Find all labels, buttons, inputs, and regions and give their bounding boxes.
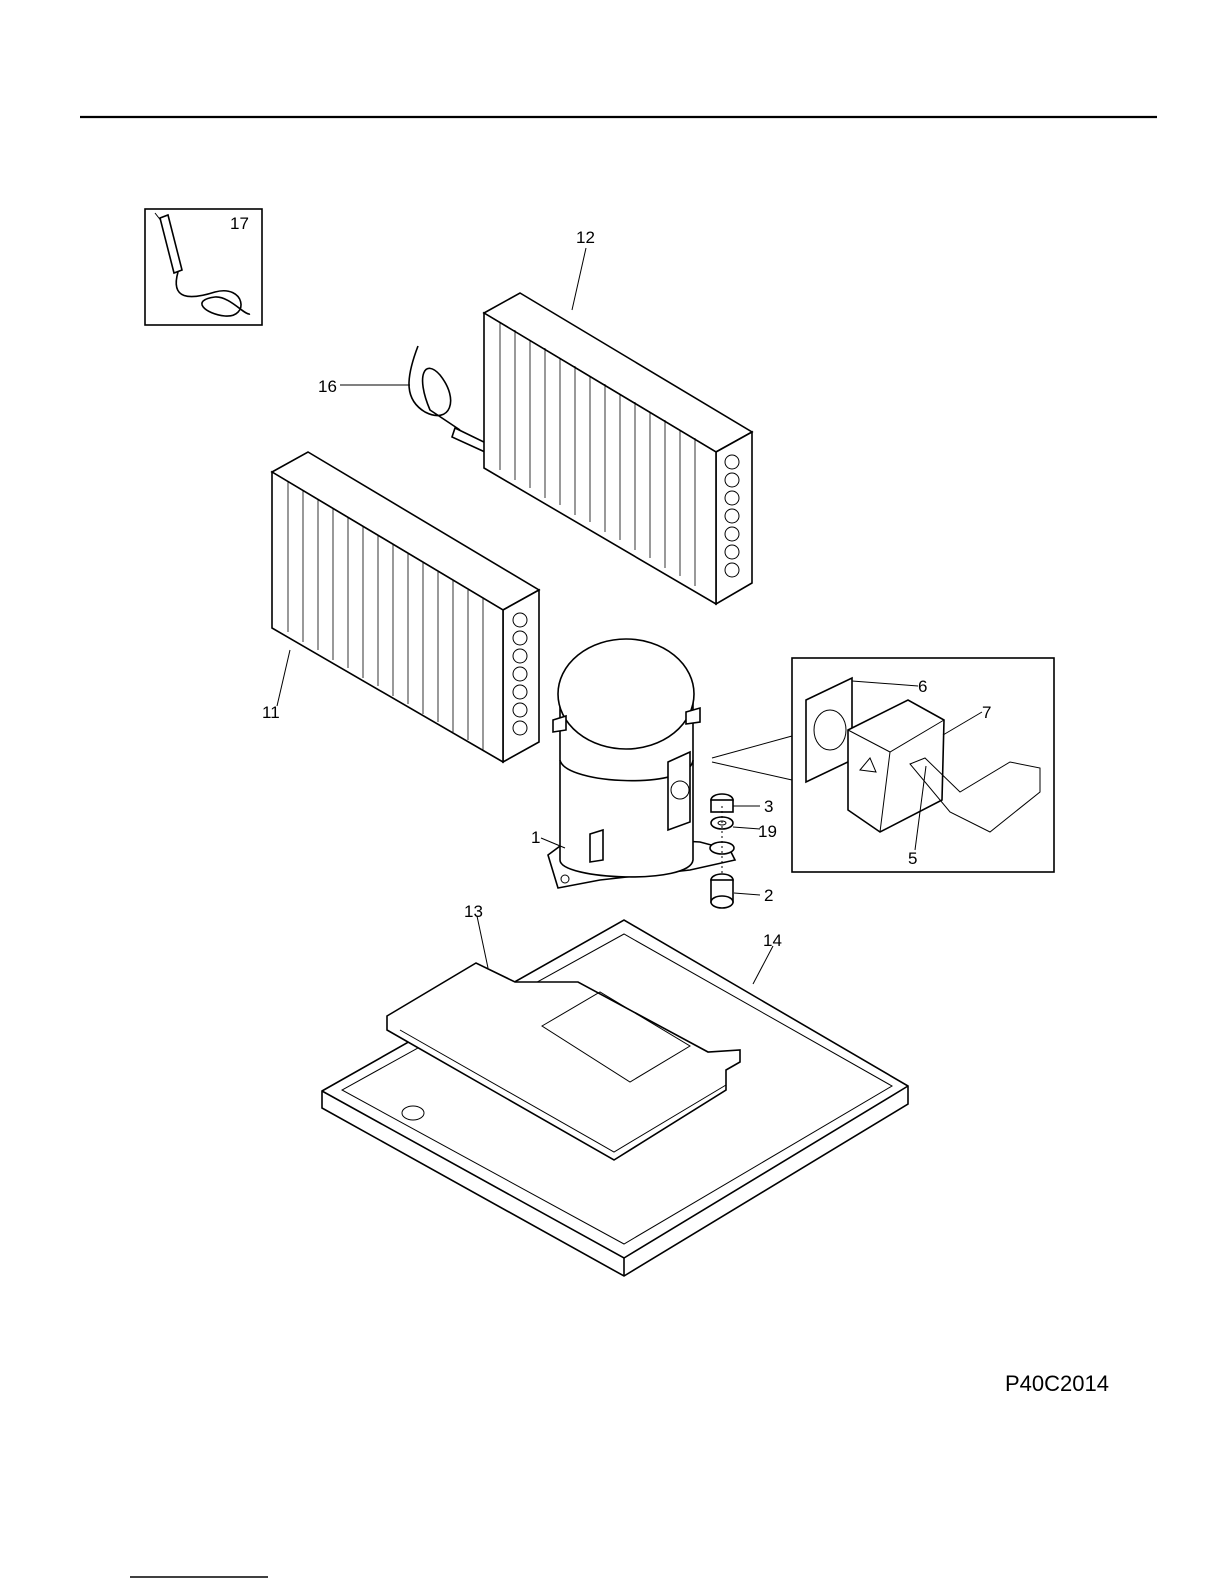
callout-5: 5 — [908, 849, 917, 868]
coil-part-11 — [272, 452, 539, 762]
callout-3: 3 — [764, 797, 773, 816]
compressor-part-1 — [548, 639, 735, 888]
mounting-hardware — [710, 794, 734, 908]
callout-2: 2 — [764, 886, 773, 905]
callout-1: 1 — [531, 828, 540, 847]
callout-13: 13 — [464, 902, 483, 921]
callout-19: 19 — [758, 822, 777, 841]
callout-12: 12 — [576, 228, 595, 247]
sensor-wire-part-16 — [409, 346, 488, 452]
callout-11: 11 — [262, 703, 280, 722]
drawing-code: P40C2014 — [1005, 1371, 1109, 1396]
callout-14: 14 — [763, 931, 782, 950]
callout-7: 7 — [982, 703, 991, 722]
callout-17: 17 — [230, 214, 249, 233]
callout-6: 6 — [918, 677, 927, 696]
coil-part-12 — [484, 293, 752, 604]
callout-16: 16 — [318, 377, 337, 396]
